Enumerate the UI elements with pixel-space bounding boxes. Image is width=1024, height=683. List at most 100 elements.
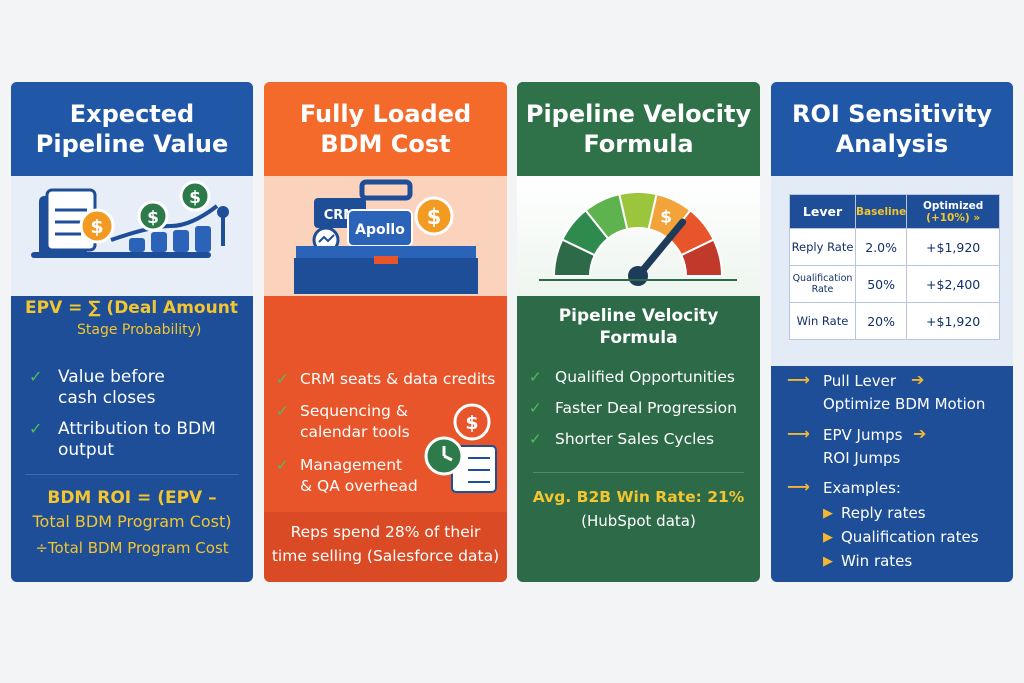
check-icon: ✓ xyxy=(276,456,289,474)
step-text: Examples: xyxy=(823,479,901,497)
pipeline-documents-icon: $ $ $ xyxy=(31,180,229,258)
title-line-1: ROI Sensitivity xyxy=(791,100,992,128)
bdm-roi-line-2: Total BDM Program Cost) xyxy=(32,512,232,531)
lever-label-2: Rate xyxy=(811,284,834,295)
check-icon: ✓ xyxy=(276,402,289,420)
divider xyxy=(533,472,744,473)
check-icon: ✓ xyxy=(529,368,542,386)
svg-text:$: $ xyxy=(465,412,478,434)
svg-text:$: $ xyxy=(147,208,159,228)
check-icon: ✓ xyxy=(29,419,43,438)
svg-text:$: $ xyxy=(90,216,103,238)
optimized-cell: +$2,400 xyxy=(906,265,1000,303)
clock-checklist-icon: $ xyxy=(424,403,497,493)
title-line-2: Formula xyxy=(583,130,694,158)
bullet-text: Sequencing & xyxy=(300,402,408,420)
step-text: Pull Lever xyxy=(823,372,896,390)
bullet-text: cash closes xyxy=(58,388,156,408)
step-text: EPV Jumps xyxy=(823,426,903,444)
dollar-icon: $ xyxy=(660,207,672,227)
lever-label: Qualification xyxy=(792,273,853,284)
lever-cell: Qualification Rate xyxy=(789,265,856,303)
table-header-row: Lever Baseline Optimized (+10%) » xyxy=(789,194,1000,229)
bullet-text: Qualified Opportunities xyxy=(555,368,735,386)
footer-line-2: (HubSpot data) xyxy=(581,512,696,530)
arrow-right-icon: ⟶ xyxy=(787,424,810,443)
apollo-label: Apollo xyxy=(355,222,405,238)
arrow-right-icon: ⟶ xyxy=(787,477,810,496)
check-icon: ✓ xyxy=(529,430,542,448)
bullet-triangle-icon: ▶ xyxy=(823,506,833,521)
title-line-2: BDM Cost xyxy=(320,130,451,158)
header-lever: Lever xyxy=(789,194,856,229)
title-line-1: Fully Loaded xyxy=(299,100,472,128)
table-row: Qualification Rate 50% +$2,400 xyxy=(789,265,1000,303)
toolbox-icon: CRM Apollo $ xyxy=(294,179,478,294)
gauge-segment xyxy=(679,238,724,277)
bullet-text: calendar tools xyxy=(300,423,410,441)
bullet-text: Faster Deal Progression xyxy=(555,399,737,417)
card-title: ROI Sensitivity Analysis xyxy=(771,82,1013,176)
subtitle-line-1: Pipeline Velocity xyxy=(558,306,719,326)
bullet-text: Shorter Sales Cycles xyxy=(555,430,715,448)
header-optimized-pct: (+10%) xyxy=(926,211,970,224)
gauge-illustration: $ xyxy=(517,176,760,296)
example-text: Win rates xyxy=(841,552,913,570)
bdm-roi-line-3: ÷Total BDM Program Cost xyxy=(35,539,229,557)
toolbox-illustration: CRM Apollo $ xyxy=(264,176,507,296)
optimized-cell: +$1,920 xyxy=(906,302,1000,340)
header-baseline: Baseline xyxy=(854,194,908,229)
example-text: Qualification rates xyxy=(841,528,979,546)
gauge-needle xyxy=(634,218,687,280)
card-title: Pipeline Velocity Formula xyxy=(517,82,760,176)
lever-cell: Win Rate xyxy=(789,302,856,340)
card-title: Fully Loaded BDM Cost xyxy=(264,82,507,176)
title-line-1: Pipeline Velocity xyxy=(525,100,752,128)
step-text: Optimize BDM Motion xyxy=(823,395,986,413)
svg-text:$: $ xyxy=(189,188,201,208)
epv-formula-line-2: Stage Probability) xyxy=(77,322,202,338)
example-text: Reply rates xyxy=(841,504,926,522)
baseline-cell: 50% xyxy=(854,265,908,303)
bullet-text: & QA overhead xyxy=(300,477,418,495)
bullet-text: Management xyxy=(300,456,403,474)
epv-formula-line-1: EPV = ∑ (Deal Amount xyxy=(25,298,238,318)
card-expected-pipeline-value: Expected Pipeline Value $ $ $ EPV = ∑ (D… xyxy=(11,82,253,582)
card-roi-sensitivity: ROI Sensitivity Analysis Lever Baseline … xyxy=(771,82,1013,582)
arrow-right-icon: ➔ xyxy=(911,370,925,389)
subtitle-line-2: Formula xyxy=(599,328,678,348)
check-icon: ✓ xyxy=(529,399,542,417)
double-chevron-icon: » xyxy=(973,211,981,224)
header-optimized-label: Optimized xyxy=(922,199,984,212)
title-line-2: Pipeline Value xyxy=(35,130,229,158)
check-icon: ✓ xyxy=(276,370,289,388)
arrow-right-icon: ⟶ xyxy=(787,370,810,389)
footer-line-1: Avg. B2B Win Rate: 21% xyxy=(532,488,745,506)
step-text: ROI Jumps xyxy=(823,449,901,467)
arrow-right-icon: ➔ xyxy=(913,424,927,443)
bullet-text: CRM seats & data credits xyxy=(300,370,496,388)
footer-line-1: Reps spend 28% of their xyxy=(290,523,481,541)
baseline-cell: 20% xyxy=(854,302,908,340)
title-line-2: Analysis xyxy=(835,130,949,158)
divider xyxy=(25,474,239,475)
lever-cell: Reply Rate xyxy=(789,228,856,266)
pipeline-illustration: $ $ $ xyxy=(11,176,253,296)
bullet-text: output xyxy=(58,440,115,460)
roi-sensitivity-table: Lever Baseline Optimized (+10%) » Reply … xyxy=(789,194,1000,340)
baseline-cell: 2.0% xyxy=(854,228,908,266)
footer-line-2: time selling (Salesforce data) xyxy=(271,547,500,565)
bullet-text: Attribution to BDM xyxy=(58,419,216,439)
bullet-triangle-icon: ▶ xyxy=(823,530,833,545)
optimized-cell: +$1,920 xyxy=(906,228,1000,266)
table-row: Win Rate 20% +$1,920 xyxy=(789,302,1000,340)
card-pipeline-velocity: Pipeline Velocity Formula $ Pipeline Vel… xyxy=(517,82,760,582)
bdm-roi-line-1: BDM ROI = (EPV – xyxy=(47,488,217,508)
footer-band xyxy=(264,512,507,582)
header-optimized: Optimized (+10%) » xyxy=(906,194,1000,229)
gauge-hub xyxy=(628,266,648,286)
card-title: Expected Pipeline Value xyxy=(11,82,253,176)
table-row: Reply Rate 2.0% +$1,920 xyxy=(789,228,1000,266)
bullet-triangle-icon: ▶ xyxy=(823,554,833,569)
bullet-text: Value before xyxy=(58,367,165,387)
